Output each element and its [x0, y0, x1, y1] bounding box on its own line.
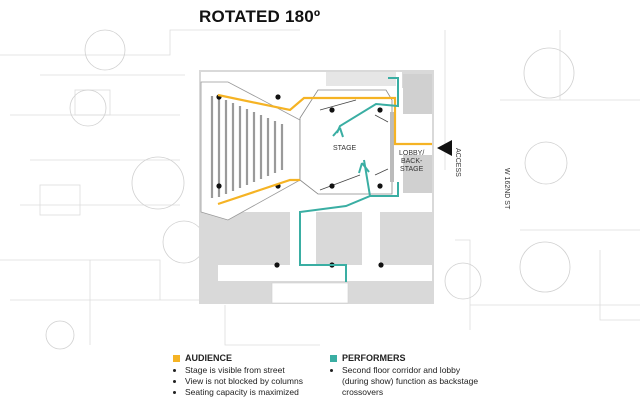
context-lines	[0, 29, 640, 346]
legend-item: View is not blocked by columns	[185, 376, 303, 387]
tree-icons	[45, 29, 575, 350]
legend-performers: PERFORMERS Second floor corridor and lob…	[330, 353, 480, 398]
audience-swatch	[173, 355, 180, 362]
performers-swatch	[330, 355, 337, 362]
legend-item: Stage is visible from street	[185, 365, 303, 376]
performers-title: PERFORMERS	[342, 353, 406, 363]
stage-area	[299, 89, 394, 195]
access-label: ACCESS	[454, 148, 461, 177]
street-label: W 162ND ST	[503, 168, 510, 210]
audience-path	[217, 93, 432, 206]
lobby-label: LOBBY/ BACK- STAGE	[399, 150, 425, 173]
performers-path	[299, 77, 399, 282]
diagram-title: ROTATED 180º	[199, 7, 321, 26]
audience-title: AUDIENCE	[185, 353, 233, 363]
access-arrow-icon	[437, 140, 452, 156]
legend-item: Seating capacity is maximized	[185, 387, 303, 398]
legend-item: Second floor corridor and lobby (during …	[342, 365, 480, 398]
stage-label: STAGE	[333, 145, 357, 152]
legend-audience: AUDIENCE Stage is visible from street Vi…	[173, 353, 303, 398]
